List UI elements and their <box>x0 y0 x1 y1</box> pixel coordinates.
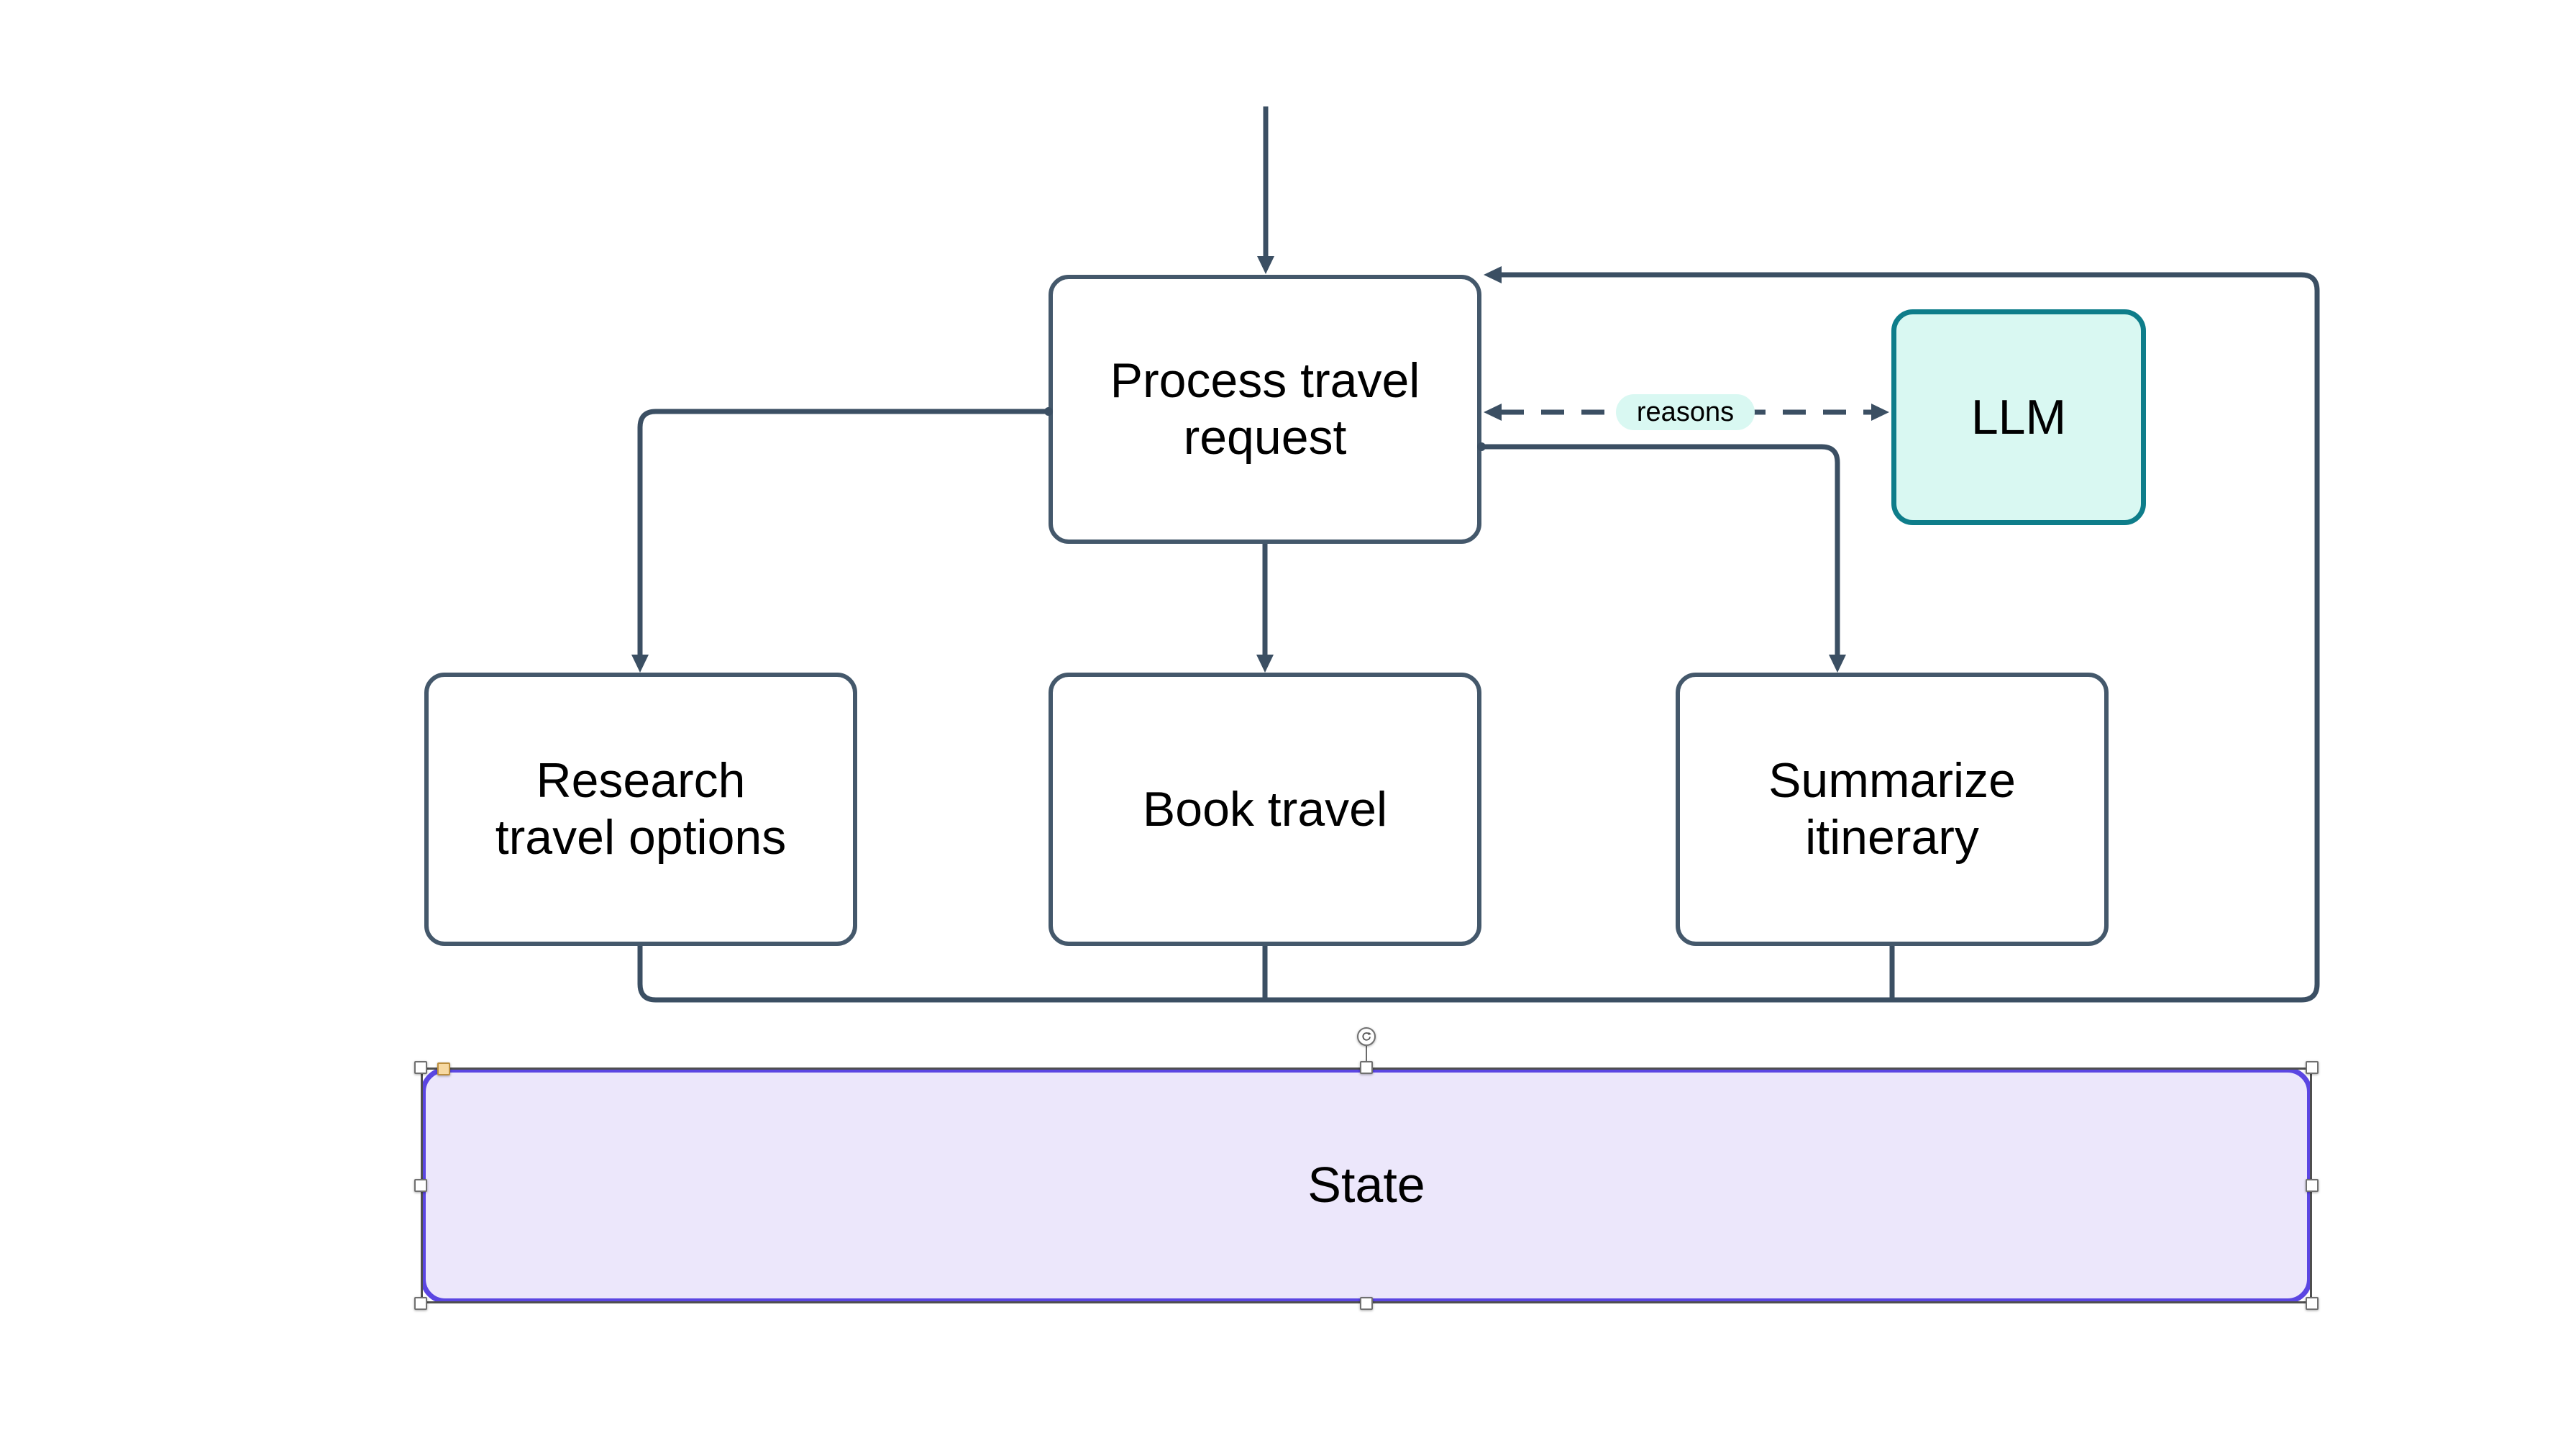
arrowhead-dashed-into-llm <box>1871 404 1889 421</box>
rotation-handle[interactable] <box>1357 1027 1376 1046</box>
arrowhead-feedback-into-process <box>1484 266 1502 283</box>
node-state-label: State <box>1307 1157 1425 1214</box>
arrowhead-into-summarize <box>1829 655 1846 673</box>
selection-handle-top-right[interactable] <box>2306 1061 2319 1074</box>
edge-process-to-research[interactable] <box>637 409 1049 656</box>
rotation-handle-stem <box>1366 1046 1367 1062</box>
node-llm[interactable]: LLM <box>1891 309 2146 525</box>
selection-handle-top-left[interactable] <box>414 1061 427 1074</box>
node-summarize-itinerary[interactable]: Summarize itinerary <box>1676 673 2109 946</box>
selection-handle-bottom-center[interactable] <box>1360 1297 1373 1310</box>
edge-feedback-loop[interactable] <box>637 272 2320 1003</box>
edge-label-reasons-text: reasons <box>1636 396 1735 427</box>
node-process-label: Process travel request <box>1110 353 1420 465</box>
selection-handle-top-center[interactable] <box>1360 1061 1373 1074</box>
node-book-label: Book travel <box>1142 781 1388 837</box>
arrowhead-into-research <box>631 655 649 673</box>
node-process-travel-request[interactable]: Process travel request <box>1049 275 1481 544</box>
node-research-travel-options[interactable]: Research travel options <box>424 673 857 946</box>
selection-handle-middle-right[interactable] <box>2306 1179 2319 1192</box>
selection-handle-bottom-left[interactable] <box>414 1297 427 1310</box>
node-book-travel[interactable]: Book travel <box>1049 673 1481 946</box>
selection-handle-bottom-right[interactable] <box>2306 1297 2319 1310</box>
edge-endpoint-dot-right <box>1477 442 1486 451</box>
corner-radius-handle[interactable] <box>437 1062 450 1075</box>
arrowhead-into-book <box>1256 655 1274 673</box>
selection-handle-middle-left[interactable] <box>414 1179 427 1192</box>
rotate-clockwise-icon <box>1362 1032 1371 1041</box>
edge-endpoint-dot-left <box>1044 407 1053 416</box>
node-llm-label: LLM <box>1970 389 2067 445</box>
edge-process-to-summarize[interactable] <box>1481 444 1840 656</box>
node-state[interactable]: State <box>421 1068 2312 1303</box>
node-research-label: Research travel options <box>495 753 787 865</box>
arrowhead-dashed-into-process <box>1484 404 1502 421</box>
node-summarize-label: Summarize itinerary <box>1768 753 2016 865</box>
arrowhead-into-process-top <box>1257 256 1274 274</box>
edge-label-reasons[interactable]: reasons <box>1616 394 1755 430</box>
